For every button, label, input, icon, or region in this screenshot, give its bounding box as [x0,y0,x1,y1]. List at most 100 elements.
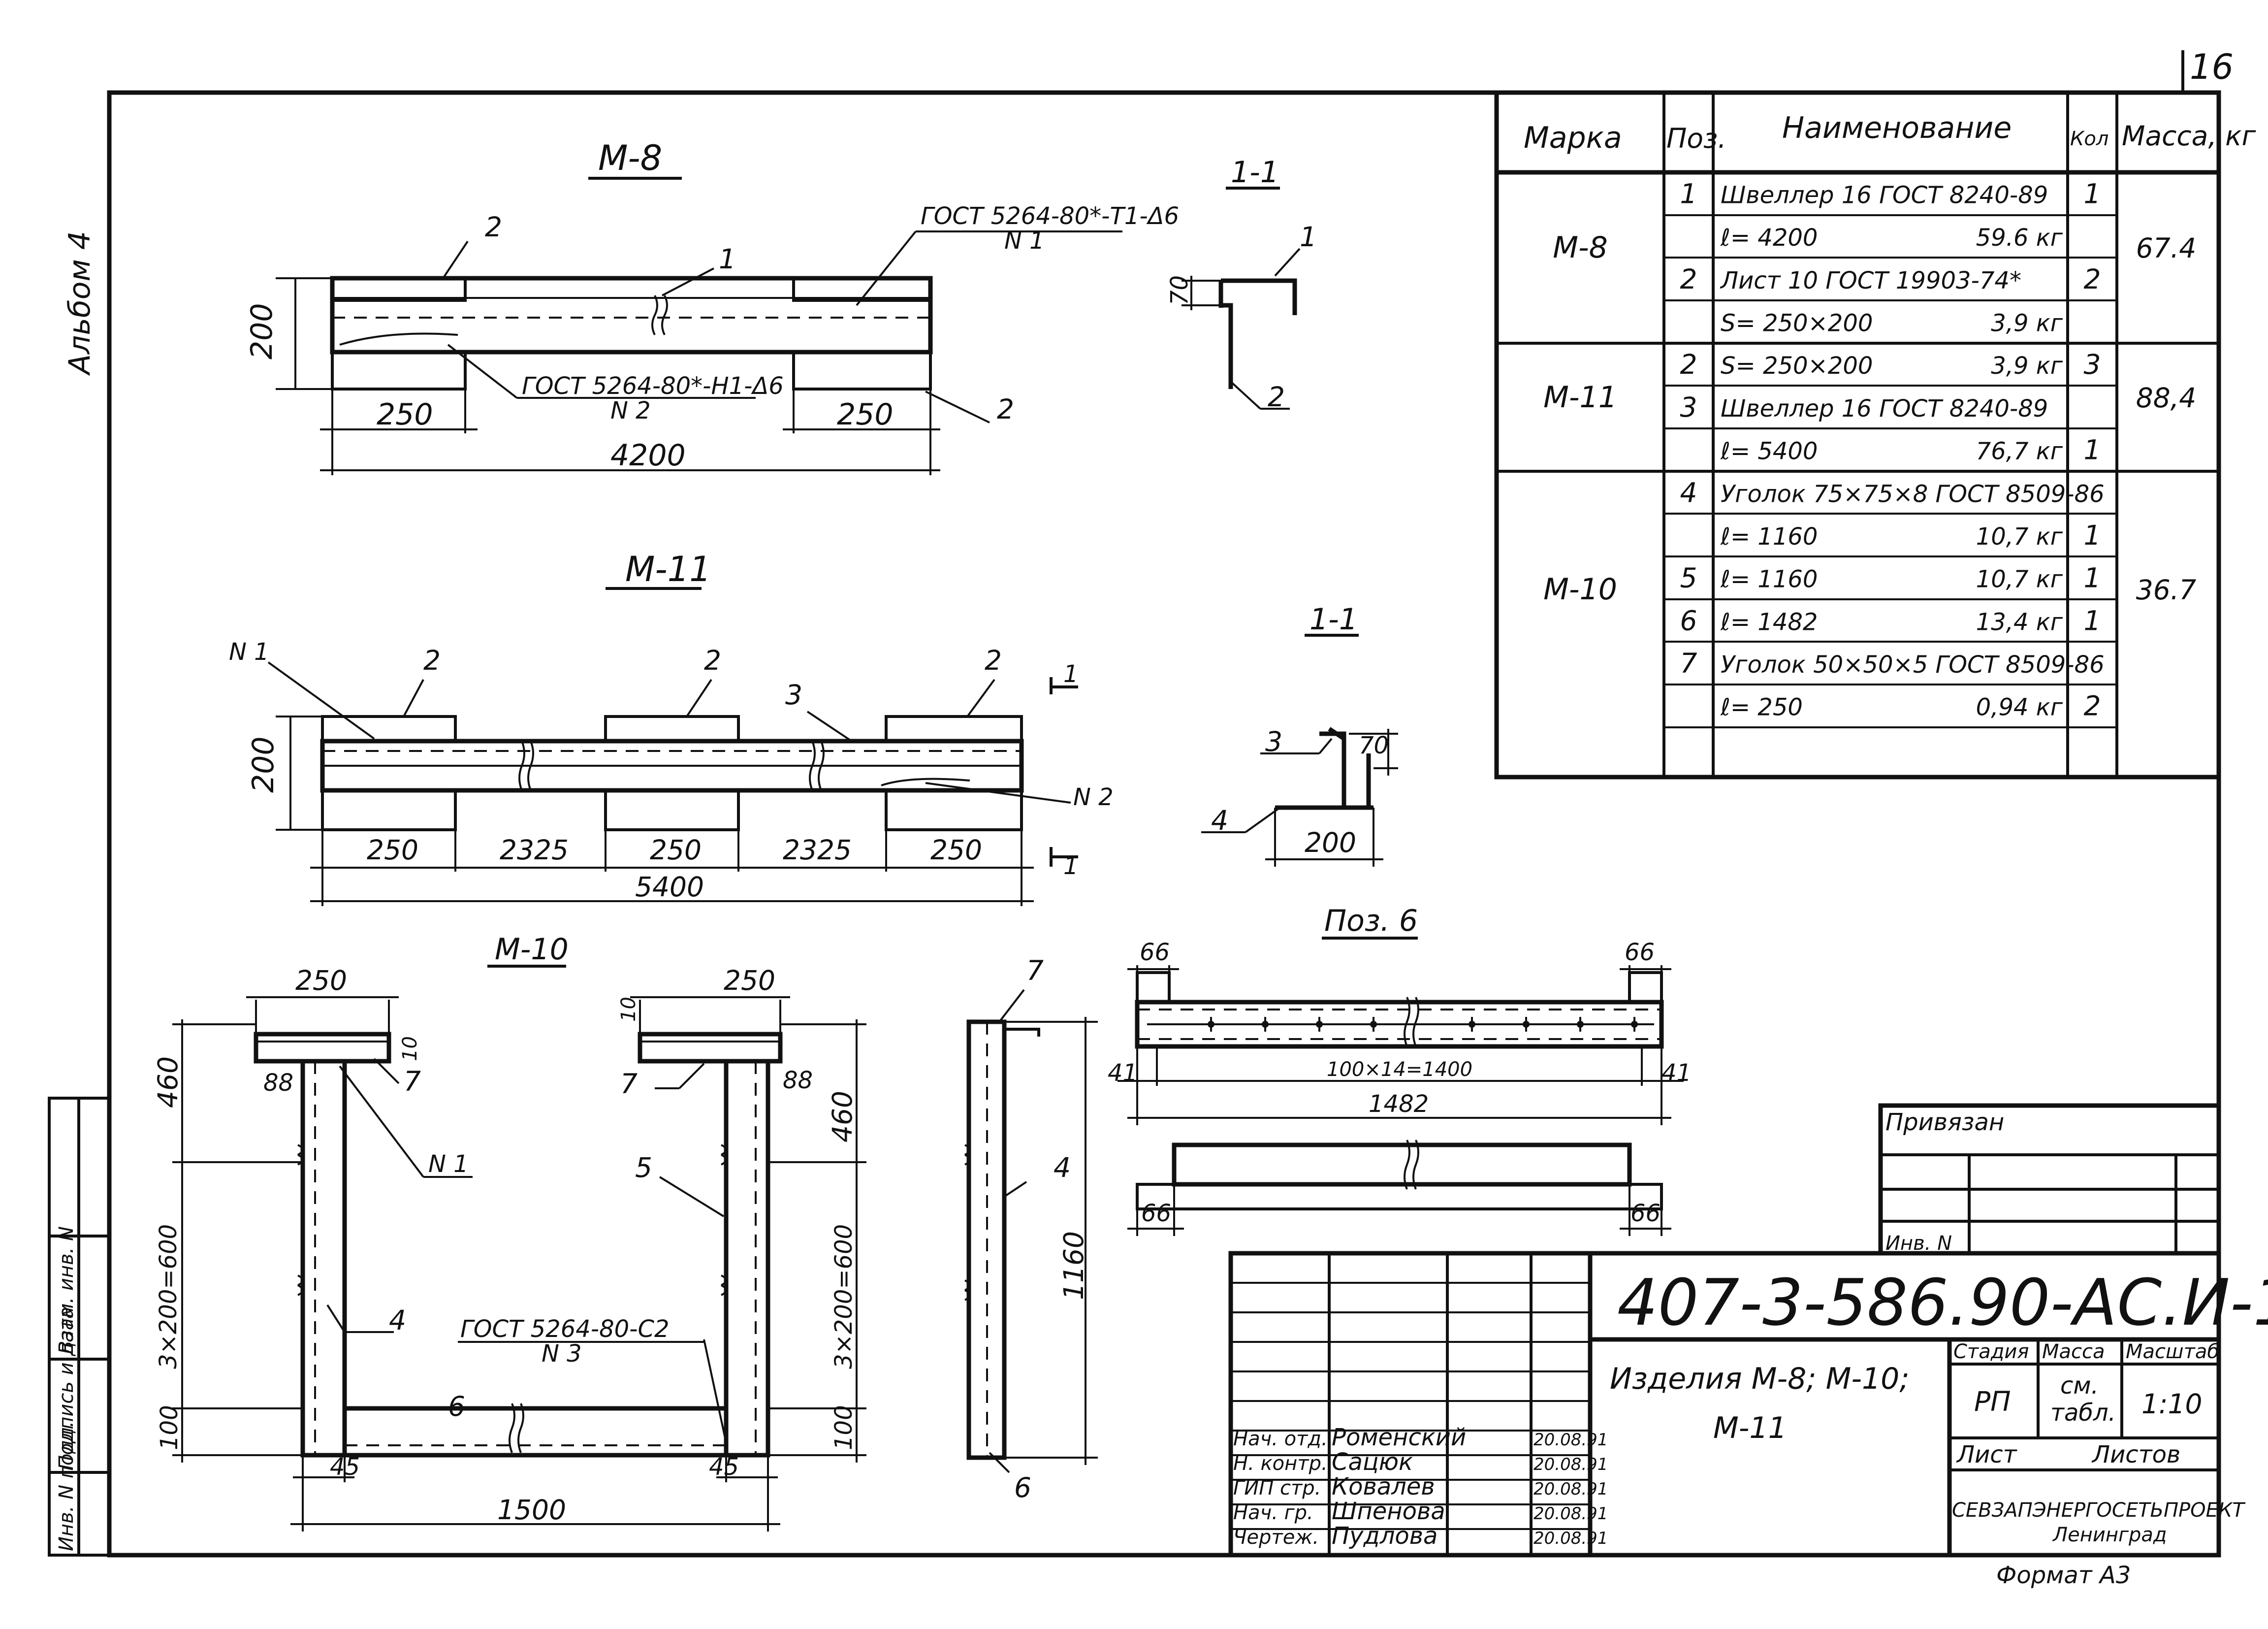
spec-row-name: ℓ= 5400 [1720,438,1818,465]
spec-row-qty: 1 [2084,178,2101,209]
title-line-1: Изделия М-8; М-10; [1610,1362,1910,1396]
spec-row-name: Швеллер 16 ГОСТ 8240-89 [1721,395,2048,423]
privyazan-label: Привязан [1885,1108,2004,1136]
spec-row-item-mass: 10,7 кг [1976,523,2063,551]
spec-row-item-mass: 76,7 кг [1976,438,2063,465]
m8-dim-left: 250 [377,397,433,432]
sec-mid-pos4: 4 [1211,805,1228,836]
m11-cut-a: 1 [1063,660,1079,688]
m10-dim-88-left: 88 [263,1069,293,1097]
m11-pos2c: 2 [985,645,1002,676]
m11-pos2b: 2 [704,645,721,676]
spec-row-name: Уголок 50×50×5 ГОСТ 8509-86 [1721,651,2105,679]
poz6-dim-66c: 66 [1141,1200,1171,1227]
m10-dim-45-right: 45 [709,1453,739,1481]
m11-weld2: N 2 [1073,783,1114,811]
spec-row-name: Лист 10 ГОСТ 19903-74* [1720,267,2021,294]
staff-name: Сацюк [1332,1448,1413,1476]
spec-header-mark: Марка [1524,121,1622,155]
org-name: СЕВЗАПЭНЕРГОСЕТЬПРОЕКТ [1952,1499,2246,1522]
poz6-dim-66a: 66 [1140,939,1170,966]
sec-mid-title: 1-1 [1310,602,1358,637]
spec-row-name: Уголок 75×75×8 ГОСТ 8509-86 [1721,480,2105,508]
spec-row-item-mass: 0,94 кг [1976,694,2063,721]
view-section-mid [1201,634,1398,867]
staff-name: Пудлова [1332,1522,1437,1550]
staff-date: 20.08.91 [1533,1504,1608,1524]
m10-pos4: 4 [389,1304,406,1336]
m8-pos2b: 2 [997,393,1014,425]
staff-date: 20.08.91 [1533,1479,1608,1499]
stamp-inv-podl: Инв. N подл. [55,1421,78,1551]
title-line-2: М-11 [1713,1411,1787,1445]
spec-row-mass: 67.4 [2136,232,2196,264]
m8-plate-right-top [792,277,932,302]
scale-header: Масштаб [2126,1340,2219,1363]
m8-title: М-8 [598,138,662,178]
side-pos6: 6 [1014,1472,1031,1503]
poz6-dim-41a: 41 [1108,1059,1138,1087]
m11-dim-4: 2325 [783,834,852,866]
inv-no-label: Инв. N [1885,1232,1952,1255]
m8-pos2a: 2 [485,211,502,243]
view-section-top [1182,187,1301,410]
spec-header-pos: Поз. [1666,123,1726,154]
scale-value: 1:10 [2141,1388,2203,1420]
title-block-staff: Нач. отд.Роменский 20.08.91 Н. контр.Сацюк… [1233,1424,1608,1550]
staff-name: Шпенова [1332,1498,1445,1525]
sheets-header: Листов [2091,1441,2180,1468]
m11-dim-height: 200 [246,736,281,793]
spec-row-mass: 88,4 [2136,382,2196,414]
m11-weld1: N 1 [229,638,269,666]
spec-row-name: ℓ= 1482 [1720,608,1818,636]
m8-weld-bottom: ГОСТ 5264-80*-Н1-Δ6 [522,372,784,400]
m8-weld-top: ГОСТ 5264-80*-Т1-Δ6 [921,202,1179,230]
spec-row-pos: 4 [1680,477,1697,508]
m10-bar [342,1406,729,1458]
m11-dim-2: 2325 [500,834,569,866]
m8-plate-left-bottom [331,351,467,391]
stage-header: Стадия [1953,1340,2029,1363]
m10-dim-88-right: 88 [783,1067,813,1094]
org-city: Ленинград [2052,1524,2167,1546]
m8-pos1: 1 [719,243,736,275]
stamp-podpis: Подпись и дата [55,1307,78,1470]
m11-dim-1: 250 [367,834,418,866]
m11-title: М-11 [625,549,711,589]
spec-row-mass: 36.7 [2136,574,2196,606]
staff-date: 20.08.91 [1533,1430,1608,1450]
spec-row-name: S= 250×200 [1721,309,1873,337]
staff-name: Роменский [1332,1424,1466,1451]
spec-row-name: S= 250×200 [1721,352,1873,380]
poz6-dim-66b: 66 [1625,939,1655,966]
m8-dim-total: 4200 [610,438,686,473]
spec-row-pos: 2 [1680,349,1697,380]
m11-cut-b: 1 [1063,852,1079,880]
staff-name: Ковалев [1332,1473,1435,1500]
staff-role: Нач. отд. [1233,1428,1328,1450]
side-pos7: 7 [1026,955,1044,986]
spec-row-name: ℓ= 1160 [1720,566,1818,593]
m10-pos7a: 7 [404,1066,421,1097]
mass-header: Масса [2042,1340,2105,1363]
spec-row-item-mass: 3,9 кг [1991,352,2063,380]
m10-angle-right [724,1059,770,1458]
m8-weld-top-no: N 1 [1004,227,1045,255]
m10-dim-45-left: 45 [330,1453,360,1481]
m8-weld-bottom-no: N 2 [610,397,651,424]
spec-row-pos: 5 [1680,562,1697,594]
m8-plate-right-bottom [792,351,932,391]
drawing-designation: 407-3-586.90-АС.И-14 [1617,1265,2268,1340]
staff-date: 20.08.91 [1533,1529,1608,1548]
staff-role: Н. контр. [1233,1452,1328,1475]
m8-plate-left-top [331,277,467,302]
m10-dim-100-left: 100 [156,1405,183,1450]
side-pos4: 4 [1054,1152,1071,1183]
m10-dim-top-right: 250 [724,965,775,996]
m10-pos7b: 7 [620,1068,638,1100]
staff-role: Чертеж. [1233,1526,1319,1549]
poz6-dim-66d: 66 [1630,1200,1661,1227]
stage-value: РП [1974,1386,2011,1417]
